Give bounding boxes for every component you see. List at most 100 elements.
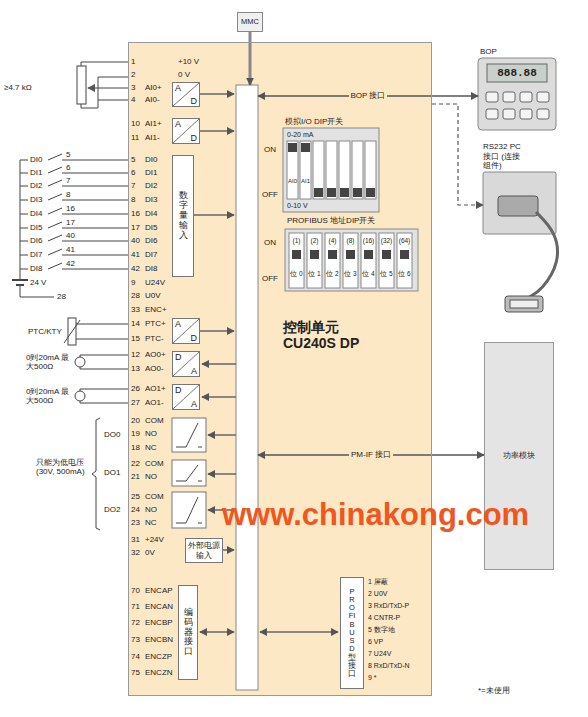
terminal-number: 13 xyxy=(131,364,140,373)
annotation: 17 xyxy=(66,218,75,227)
terminal-number: 18 xyxy=(131,443,140,452)
wire xyxy=(20,228,28,229)
wire xyxy=(62,160,128,161)
terminal-number: 41 xyxy=(131,250,140,259)
dip-slot xyxy=(313,141,324,199)
annotation: (1) xyxy=(289,237,304,244)
signal-name: ENCAN xyxy=(145,602,173,611)
relay-contact xyxy=(198,523,202,524)
terminal-number: 74 xyxy=(131,652,140,661)
annotation: DO2 xyxy=(104,505,120,514)
node-label: RS232 PC 接口 (连接组件) xyxy=(483,142,527,170)
relay-box xyxy=(172,460,206,486)
ptc-mark xyxy=(64,320,80,343)
converter-letter: A xyxy=(175,319,181,329)
wire xyxy=(20,255,28,256)
card-slot: MMC xyxy=(237,12,263,32)
annotation: 0到20mA 最大500Ω xyxy=(26,387,70,405)
control-unit-ground xyxy=(128,42,432,696)
dip-knob xyxy=(353,188,362,197)
signal-name: AI1+ xyxy=(145,119,162,128)
ammeter-symbol xyxy=(75,391,85,401)
switch-blade xyxy=(48,263,62,269)
bop-panel: BOP888.88 xyxy=(478,58,556,130)
terminal-number: 22 xyxy=(131,459,140,468)
wire xyxy=(62,173,128,174)
wire xyxy=(80,367,128,369)
annotation: 5 数字地 xyxy=(368,626,395,634)
annotation: 4 CNTR-P xyxy=(368,614,400,622)
terminal-number: 14 xyxy=(131,319,140,328)
da-converter: DA xyxy=(172,384,200,410)
dip-knob xyxy=(366,188,375,197)
dip-knob xyxy=(346,250,355,259)
terminal-number: 70 xyxy=(131,586,140,595)
da-converter: DA xyxy=(172,351,200,377)
wire xyxy=(62,228,128,229)
terminal-number: 32 xyxy=(131,548,140,557)
bop-display xyxy=(487,64,547,82)
connector xyxy=(249,32,252,85)
node-text: 888.88 xyxy=(487,64,547,82)
bop-button xyxy=(486,109,498,119)
terminal-number: 71 xyxy=(131,602,140,611)
bop-button xyxy=(537,109,549,119)
dip-knob xyxy=(364,250,373,259)
dip-knob xyxy=(382,250,391,259)
annotation: DI6 xyxy=(30,236,42,245)
signal-name: U24V xyxy=(145,278,165,287)
potentiometer-symbol xyxy=(77,66,86,104)
sub-d-pins xyxy=(510,300,538,308)
annotation: (32) xyxy=(379,237,394,244)
terminal-number: 31 xyxy=(131,535,140,544)
converter-letter: A xyxy=(191,366,197,376)
switch-blade xyxy=(48,194,62,200)
dip-knob xyxy=(292,250,301,259)
terminal-number: 5 xyxy=(131,155,135,164)
annotation: DI7 xyxy=(30,250,42,259)
signal-name: NO xyxy=(145,429,157,438)
terminal-number: 12 xyxy=(131,350,140,359)
annotation: 5 xyxy=(66,150,70,159)
signal-name: NC xyxy=(145,518,157,527)
terminal-number: 42 xyxy=(131,264,140,273)
converter-letter: D xyxy=(191,333,198,343)
signal-name: AO1+ xyxy=(145,384,166,393)
terminal-number: 28 xyxy=(131,291,140,300)
interface-label: PM-IF 接口 xyxy=(349,450,393,459)
dip-knob xyxy=(327,188,336,197)
annotation: AI1 xyxy=(300,178,311,185)
bop-button xyxy=(486,92,498,102)
terminal-number: 7 xyxy=(131,181,135,190)
signal-name: ENCAP xyxy=(145,586,173,595)
converter-letter: A xyxy=(175,83,181,93)
interface-label: BOP 接口 xyxy=(349,91,388,100)
sub-d-connector xyxy=(505,296,543,312)
wire xyxy=(80,389,128,391)
wire xyxy=(20,269,28,270)
ammeter-symbol xyxy=(75,357,85,367)
annotation: 41 xyxy=(66,245,75,254)
annotation: 24 V xyxy=(30,278,46,287)
annotation: 16 xyxy=(66,204,75,213)
dip-slot xyxy=(343,233,358,288)
annotation: DI0 xyxy=(30,155,42,164)
annotation: 位 3 xyxy=(343,270,358,277)
terminal-number: 72 xyxy=(131,618,140,627)
annotation: 0-10 V xyxy=(287,202,308,210)
node-label: 编码器接口 xyxy=(184,608,193,657)
relay-contact xyxy=(176,465,198,481)
terminal-number: 16 xyxy=(131,209,140,218)
signal-name: ENCBN xyxy=(145,635,173,644)
signal-name: DI3 xyxy=(145,195,157,204)
signal-name: DI5 xyxy=(145,223,157,232)
wire xyxy=(20,200,28,201)
annotation: 位 4 xyxy=(361,270,376,277)
wiper-arrow xyxy=(88,88,128,89)
control-unit: 控制单元 CU240S DPADAD数字量输入ADDADA外部电源输入编码器接口… xyxy=(128,42,432,696)
annotation: PROFIBUS 地址DIP开关 xyxy=(287,216,375,225)
dip-slot xyxy=(325,233,340,288)
wire xyxy=(76,339,128,340)
annotation: ≥4.7 kΩ xyxy=(4,83,32,92)
relay-box xyxy=(172,418,206,452)
